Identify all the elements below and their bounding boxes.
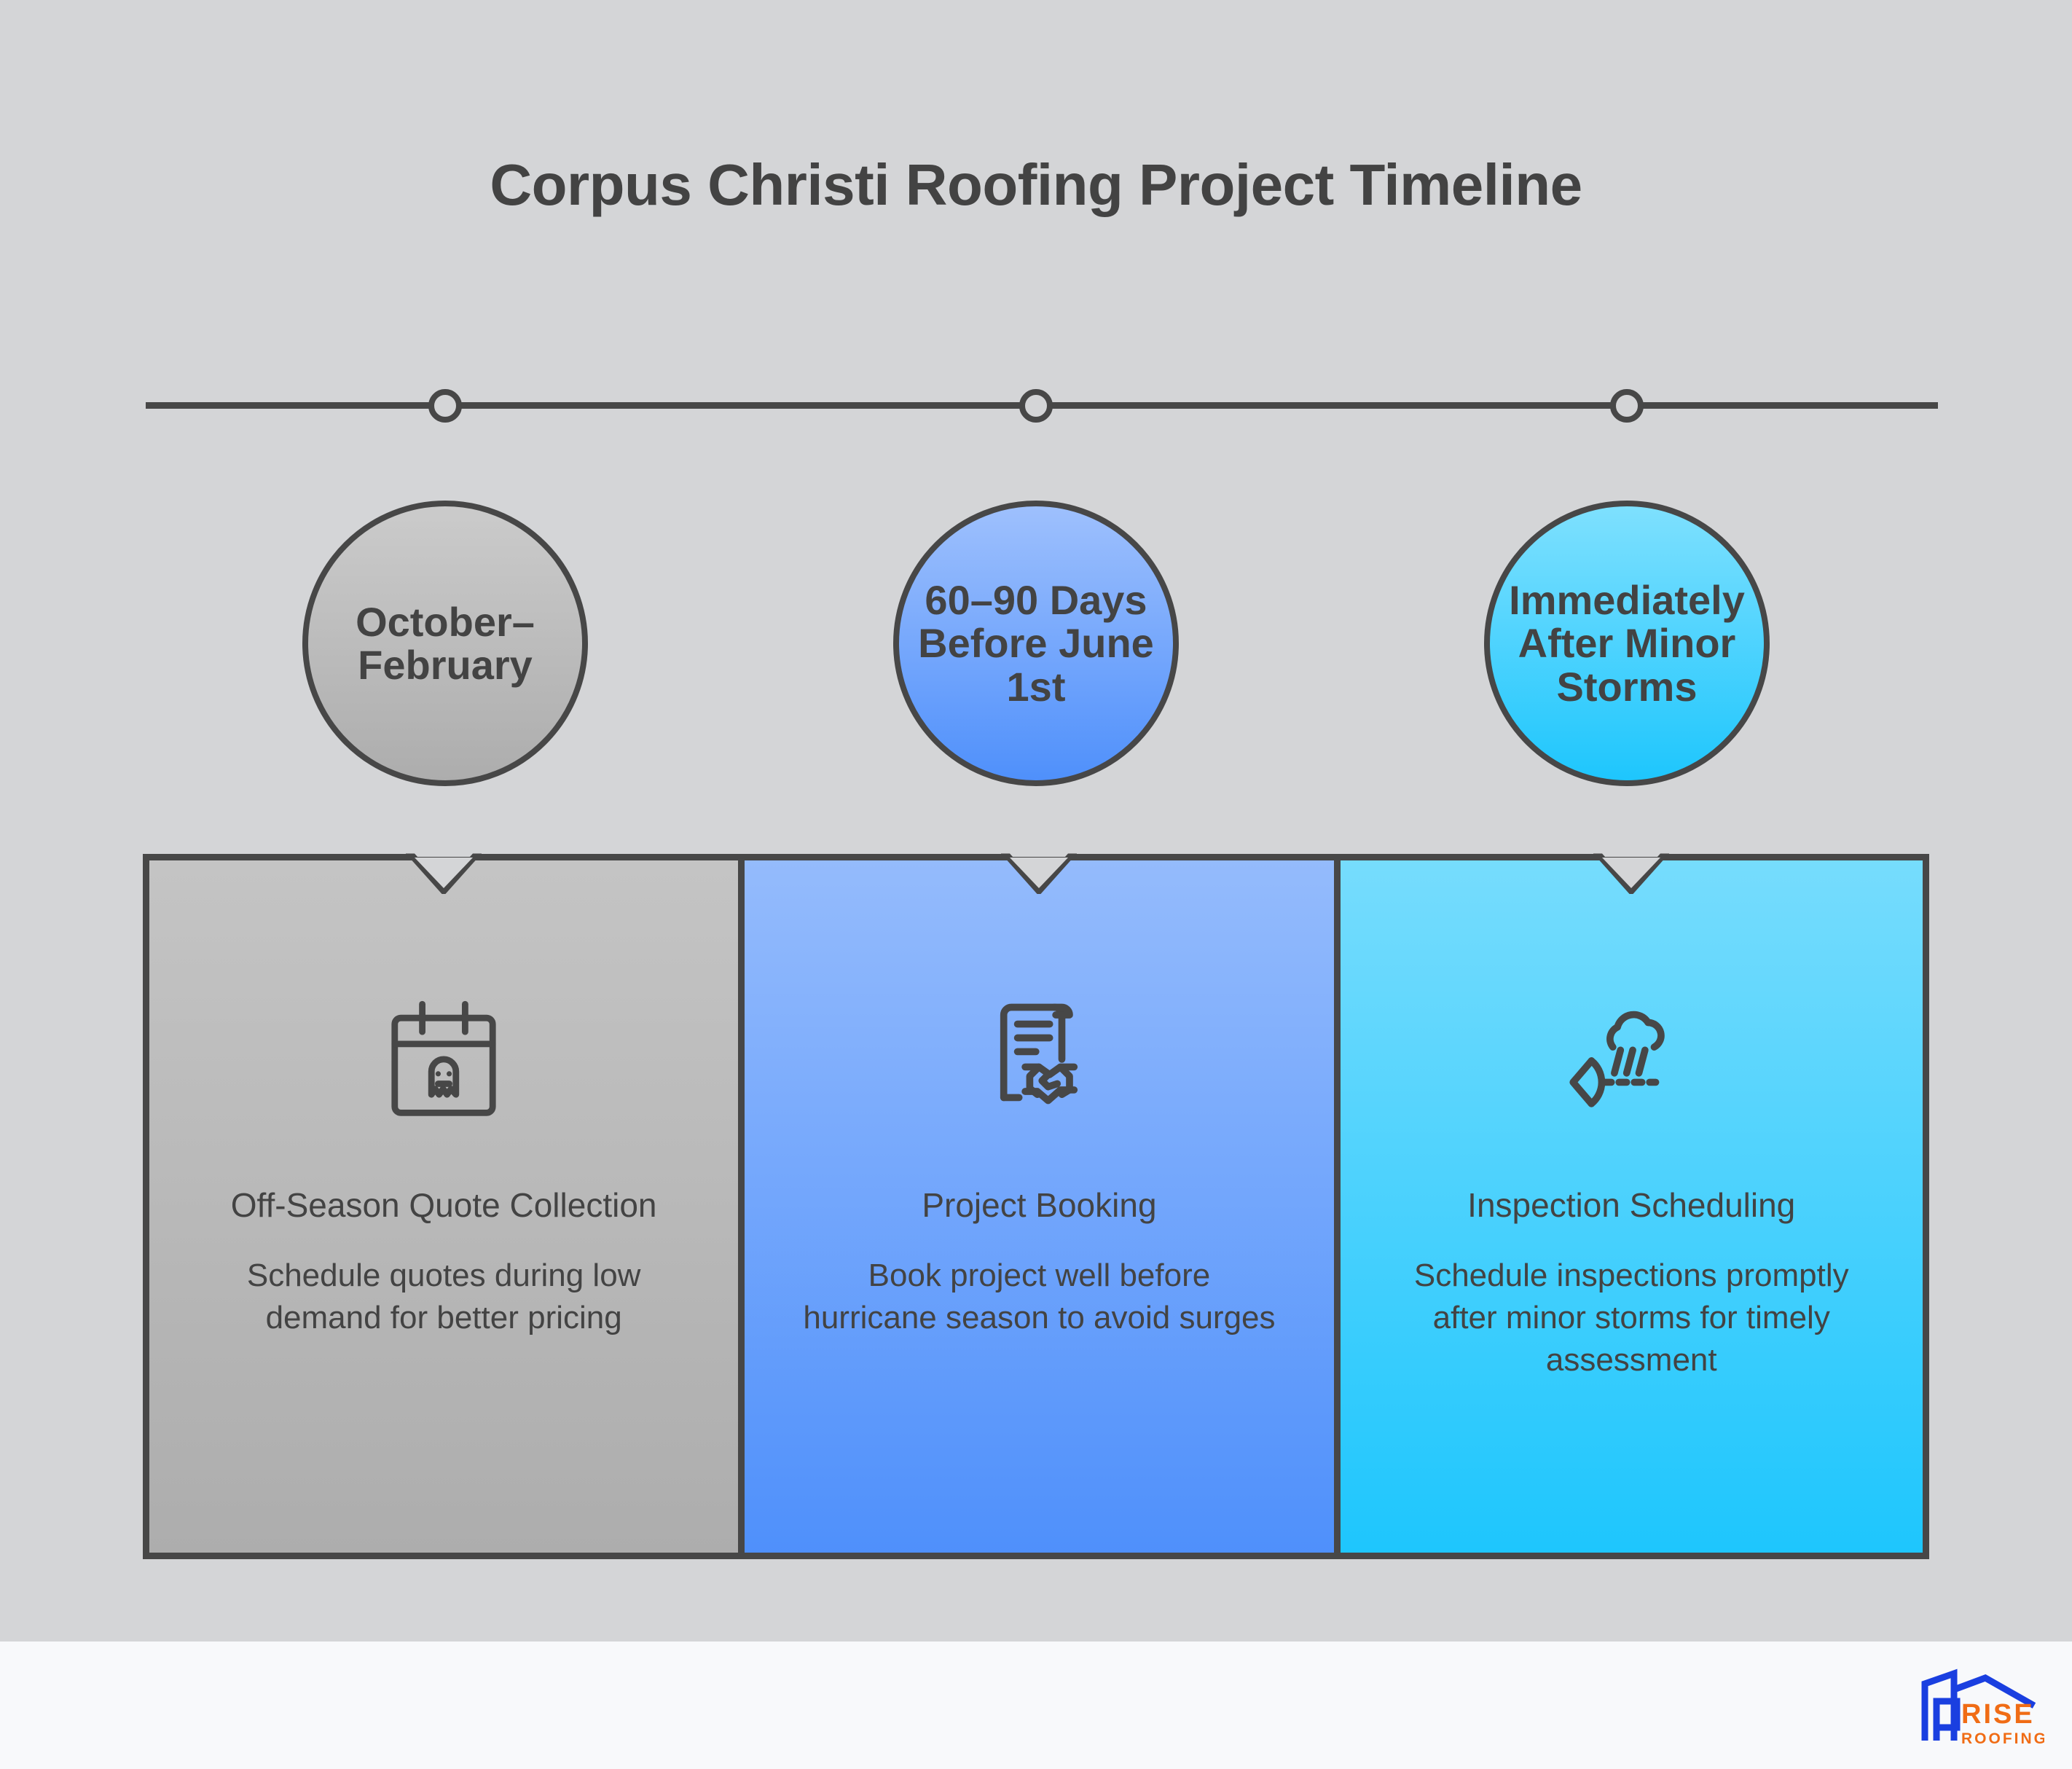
- contract-handshake-icon: [962, 984, 1115, 1137]
- date-bubble-2-label: 60–90 Days Before June 1st: [918, 576, 1154, 710]
- footer-bar: RISE ROOFING: [0, 1641, 2072, 1769]
- rise-roofing-logo: RISE ROOFING: [1909, 1652, 2044, 1748]
- logo-secondary-text: ROOFING: [1961, 1730, 2044, 1747]
- panel-1-description: Schedule quotes during low demand for be…: [246, 1257, 641, 1335]
- date-bubble-3: Immediately After Minor Storms: [1484, 501, 1770, 786]
- page-title: Corpus Christi Roofing Project Timeline: [490, 152, 1582, 217]
- panel-row: Off-Season Quote Collection Schedule quo…: [143, 853, 1929, 1559]
- date-bubble-2: 60–90 Days Before June 1st: [893, 501, 1179, 786]
- timeline-marker-1: [428, 389, 462, 423]
- panel-3-notch: [1593, 853, 1670, 894]
- calendar-ghost-icon: [367, 984, 520, 1137]
- timeline-marker-2: [1019, 389, 1053, 423]
- panel-2-title: Project Booking: [922, 1186, 1157, 1224]
- panel-3-description: Schedule inspections promptly after mino…: [1413, 1257, 1849, 1378]
- panel-3-title: Inspection Scheduling: [1467, 1186, 1796, 1224]
- panel-2-notch: [1001, 853, 1078, 894]
- storm-inspection-icon: [1555, 984, 1708, 1137]
- timeline-panel-2[interactable]: Project Booking Book project well before…: [738, 853, 1334, 1559]
- timeline-panel-1[interactable]: Off-Season Quote Collection Schedule quo…: [143, 853, 739, 1559]
- panel-1-notch: [406, 853, 482, 894]
- timeline-panel-3[interactable]: Inspection Scheduling Schedule inspectio…: [1333, 853, 1929, 1559]
- timeline-marker-3: [1610, 389, 1644, 423]
- panel-1-title: Off-Season Quote Collection: [230, 1186, 657, 1224]
- panel-2-description: Book project well before hurricane seaso…: [803, 1257, 1276, 1335]
- date-bubble-1: October–February: [302, 501, 588, 786]
- date-bubble-3-label: Immediately After Minor Storms: [1509, 576, 1745, 710]
- logo-primary-text: RISE: [1961, 1699, 2035, 1730]
- date-bubble-1-label: October–February: [356, 598, 535, 688]
